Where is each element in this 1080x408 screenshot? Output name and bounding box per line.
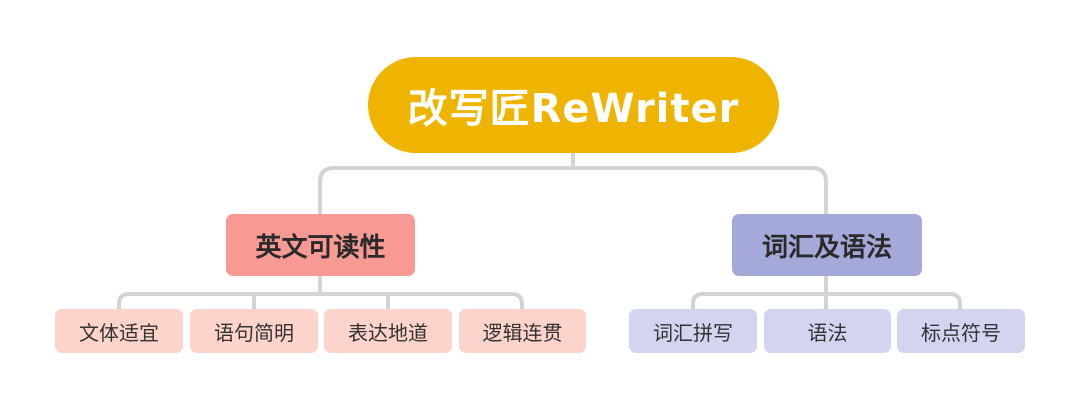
right-branch-leaf-connector [691,274,962,311]
branch-english-readability: 英文可读性 [226,214,415,276]
leaf-style-appropriate: 文体适宜 [55,309,183,353]
left-branch-leaf-connector [117,274,524,311]
root-node: 改写匠ReWriter [368,57,779,153]
leaf-grammar: 语法 [764,309,891,353]
leaf-punctuation: 标点符号 [897,309,1025,353]
root-branch-connector [318,151,828,216]
leaf-logical-coherence: 逻辑连贯 [459,309,586,353]
branch-vocabulary-grammar: 词汇及语法 [732,214,922,276]
leaf-idiomatic-expression: 表达地道 [324,309,452,353]
leaf-concise-sentences: 语句简明 [190,309,318,353]
leaf-spelling: 词汇拼写 [629,309,757,353]
